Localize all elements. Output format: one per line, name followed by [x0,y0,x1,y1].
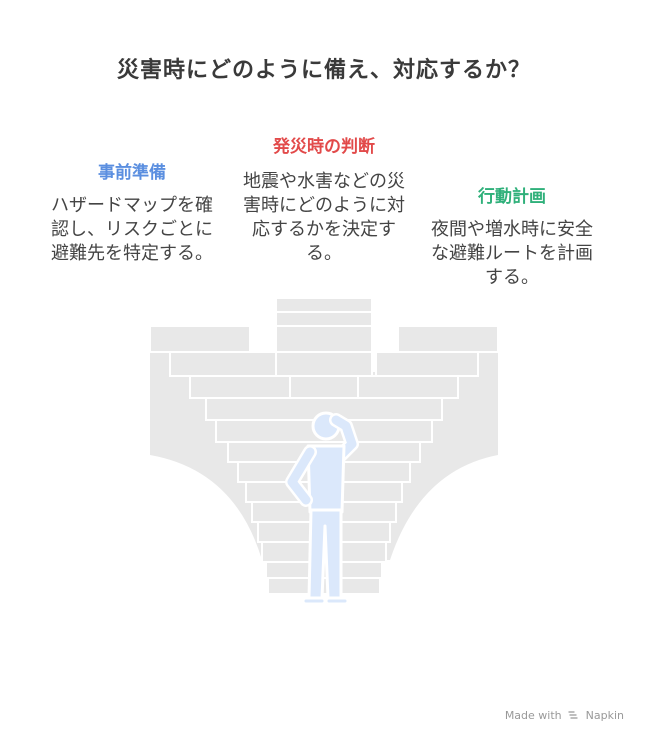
step-body-preparation: ハザードマップを確認し、リスクごとに避難先を特定する。 [51,195,213,264]
person-legs [307,508,343,600]
center-stair-step [275,311,373,327]
left-stair-step [149,325,251,353]
right-stair-step [375,351,479,377]
step-body-judgement: 地震や水害などの災害時にどのように対応するかを決定する。 [243,171,405,264]
right-stair-step [397,325,499,353]
center-stair-step [275,325,373,353]
footer-credit: Made with Napkin [505,709,624,722]
center-stair-step [275,351,373,377]
person-hip-arm [287,447,315,505]
footer-made-with: Made with [504,709,562,722]
staircase [149,297,499,595]
right-stair-step [357,375,459,399]
person-figure-icon [285,411,359,603]
left-stair-step [169,351,281,377]
napkin-logo-icon [568,711,578,719]
center-stair-step [275,297,373,313]
step-heading-preparation: 事前準備 [98,163,166,183]
step-heading-action-plan: 行動計画 [478,187,546,207]
step-heading-judgement: 発災時の判断 [273,137,375,157]
left-stair-step [189,375,291,399]
page-title: 災害時にどのように備え、対応するか？ [116,58,531,83]
footer-brand: Napkin [585,709,624,722]
step-body-action-plan: 夜間や増水時に安全な避難ルートを計画する。 [431,219,593,288]
